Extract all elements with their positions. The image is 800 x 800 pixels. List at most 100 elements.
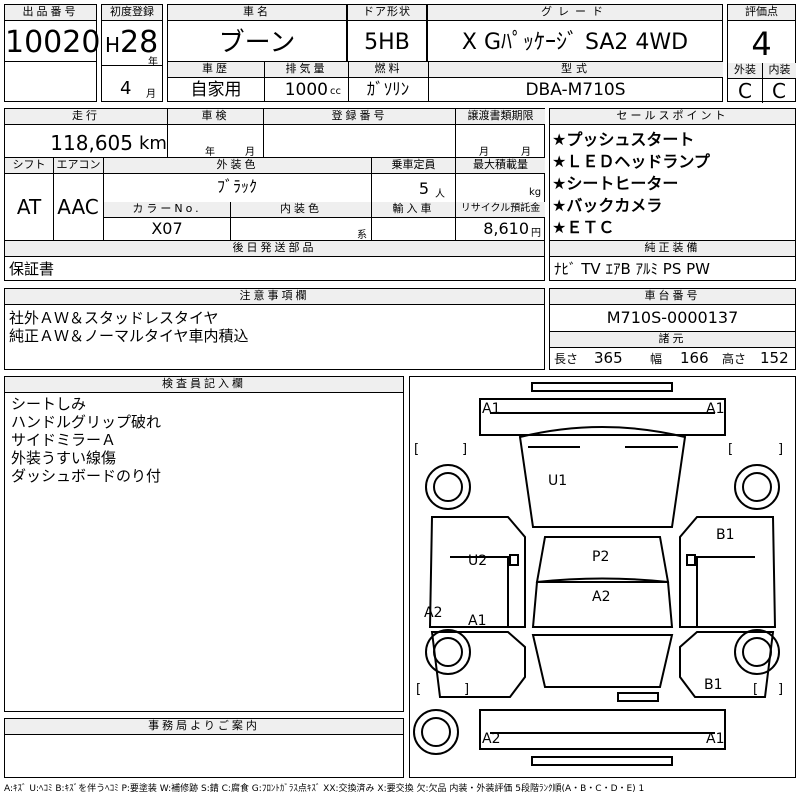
note-line-2: 純正ＡＷ＆ノーマルタイヤ車内積込: [9, 327, 249, 345]
door-cell: ドア形状 5HB: [347, 4, 427, 62]
person-unit: 人: [435, 189, 445, 200]
width-value: 166: [680, 349, 709, 367]
damage-front-left: A1: [482, 401, 501, 417]
km-unit: km: [139, 133, 167, 154]
color-no-header: カラーNo.: [104, 202, 230, 218]
era-value: H: [105, 33, 121, 57]
int-color-header: 内装色: [230, 202, 371, 218]
specs-header: 諸元: [550, 332, 795, 348]
aircon-header: エアコン: [53, 158, 103, 174]
shift-header: シフト: [5, 158, 53, 174]
svg-text:]: ]: [778, 442, 783, 457]
damage-left-door: U2: [468, 553, 488, 569]
sales-point-4: ★バックカメラ: [552, 196, 663, 215]
inspection-header: 車検: [167, 109, 263, 125]
inspector-block: 検査員記入欄 シートしみ ハンドルグリップ破れ サイドミラーＡ 外装うすい線傷 …: [4, 376, 404, 712]
chassis-header: 車台番号: [550, 289, 795, 305]
car-name-header: 車名: [168, 5, 346, 21]
legend-footer: A:ｷｽﾞ U:ﾍｺﾐ B:ｷｽﾞを伴うﾍｺﾐ P:要塗装 W:補修跡 S:錆 …: [4, 784, 645, 794]
damage-right-door: B1: [716, 527, 735, 543]
height-label: 高さ: [722, 352, 747, 366]
notes-block: 注意事項欄 社外ＡＷ＆スタッドレスタイヤ 純正ＡＷ＆ノーマルタイヤ車内積込: [4, 288, 545, 370]
ext-color-value: ﾌﾞﾗｯｸ: [216, 177, 257, 196]
door-header: ドア形状: [348, 5, 426, 21]
score-value: 4: [751, 25, 772, 63]
displacement-header: 排気量: [264, 62, 348, 78]
score-cell: 評価点 4 外装 内装 C C: [727, 4, 796, 103]
inspector-note-1: シートしみ: [11, 395, 87, 413]
inspector-note-5: ダッシュボードのり付: [11, 467, 162, 485]
length-value: 365: [594, 349, 623, 367]
sales-points-header: セールスポイント: [550, 109, 795, 125]
damage-rear-right: A1: [706, 731, 725, 747]
history-header: 車歴: [168, 62, 264, 78]
yen-unit: 円: [531, 228, 541, 239]
width-label: 幅: [650, 352, 663, 366]
svg-text:]: ]: [462, 442, 467, 457]
car-outline-diagram: [] [] [] []: [413, 382, 783, 766]
equipment-value: ﾅﾋﾞ TV ｴｱB ｱﾙﾐ PS PW: [554, 260, 710, 278]
interior-value: C: [772, 79, 786, 103]
score-header: 評価点: [728, 5, 795, 21]
height-value: 152: [760, 349, 789, 367]
sales-point-2: ★ＬＥＤヘッドランプ: [552, 152, 710, 171]
svg-text:[: [: [416, 682, 421, 697]
color-no-value: X07: [151, 219, 183, 238]
recycle-header: リサイクル預託金: [455, 202, 545, 218]
office-header: 事務局よりご案内: [5, 719, 403, 735]
equipment-header: 純正装備: [550, 241, 795, 257]
inspector-note-3: サイドミラーＡ: [11, 431, 117, 449]
fuel-value: ｶﾞｿﾘﾝ: [366, 80, 410, 100]
kei-unit: 系: [357, 230, 367, 241]
lot-no-header: 出品番号: [5, 5, 96, 21]
max-load-header: 最大積載量: [455, 158, 545, 174]
first-registration-cell: 初度登録 H 28 年 4 月: [101, 4, 163, 102]
damage-rear-left: A2: [482, 731, 501, 747]
damage-diagram: [] [] [] [] A1 A1 U1 U2 P2 B1 A2 A2 A1 B…: [409, 376, 796, 778]
transfer-day-unit: 月: [521, 147, 531, 158]
import-header: 輸入車: [371, 202, 455, 218]
aircon-value: AAC: [57, 195, 99, 219]
month-value: 4: [120, 78, 132, 99]
grade-cell: グレード X Gﾊﾟｯｹｰｼﾞ SA2 4WD: [427, 4, 723, 62]
inspector-notes-list: シートしみ ハンドルグリップ破れ サイドミラーＡ 外装うすい線傷 ダッシュボード…: [11, 395, 161, 485]
inspector-header: 検査員記入欄: [5, 377, 403, 393]
history-row: 車歴 排気量 燃料 型式 自家用 1000 cc ｶﾞｿﾘﾝ DBA-M710S: [167, 62, 723, 102]
sales-points-block: セールスポイント ★プッシュスタート ★ＬＥＤヘッドランプ ★シートヒーター ★…: [549, 108, 796, 281]
inspector-note-2: ハンドルグリップ破れ: [11, 413, 162, 431]
mileage-value: 118,605: [50, 131, 133, 155]
model-code-value: DBA-M710S: [525, 80, 626, 100]
car-name-value: ブーン: [218, 28, 296, 58]
displacement-value: 1000: [284, 80, 328, 100]
cc-unit: cc: [330, 86, 341, 97]
transfer-month-unit: 月: [479, 147, 489, 158]
first-reg-header: 初度登録: [102, 5, 162, 21]
sales-point-5: ★ＥＴＣ: [552, 218, 615, 237]
office-block: 事務局よりご案内: [4, 718, 404, 778]
sales-point-3: ★シートヒーター: [552, 174, 679, 193]
notes-list: 社外ＡＷ＆スタッドレスタイヤ 純正ＡＷ＆ノーマルタイヤ車内積込: [9, 309, 249, 345]
interior-header: 内装: [762, 63, 796, 79]
inspection-year-unit: 年: [205, 147, 215, 158]
lot-no-cell: 出品番号 10020: [4, 4, 101, 102]
inspection-month-unit: 月: [245, 147, 255, 158]
history-value: 自家用: [190, 80, 242, 100]
svg-text:[: [: [414, 442, 419, 457]
damage-front-right: A1: [706, 401, 725, 417]
grade-header: グレード: [428, 5, 722, 21]
exterior-value: C: [738, 79, 752, 103]
notes-header: 注意事項欄: [5, 289, 544, 305]
later-parts-header: 後日発送部品: [5, 241, 544, 257]
mileage-header: 走行: [5, 109, 167, 125]
kg-unit: kg: [529, 187, 542, 198]
fuel-header: 燃料: [348, 62, 428, 78]
capacity-value: 5: [418, 179, 429, 198]
recycle-value: 8,610: [483, 219, 529, 238]
chassis-block: 車台番号 M710S-0000137 諸元 長さ 365 幅 166 高さ 15…: [549, 288, 796, 370]
note-line-1: 社外ＡＷ＆スタッドレスタイヤ: [9, 309, 219, 327]
later-parts-value: 保証書: [9, 260, 55, 278]
damage-rear-roof: A2: [592, 589, 611, 605]
chassis-value: M710S-0000137: [606, 308, 739, 327]
damage-left-rear-door: A1: [468, 613, 487, 629]
lot-no-value: 10020: [5, 25, 101, 60]
